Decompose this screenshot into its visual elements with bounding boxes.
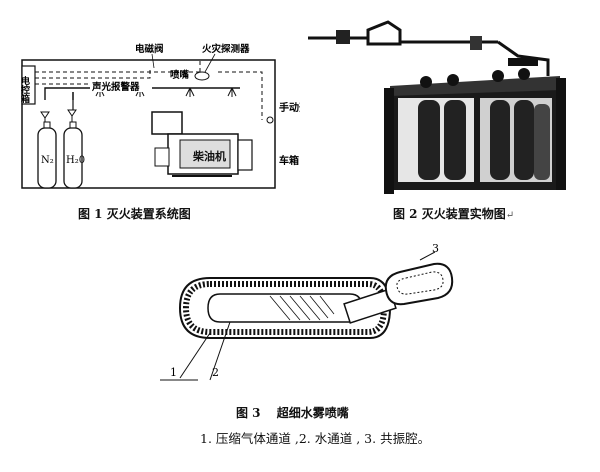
valve-label: 电磁阀 <box>135 43 164 55</box>
figure3-legend: 1. 压缩气体通道 ,2. 水通道 , 3. 共振腔。 <box>200 431 431 446</box>
manual-switch-label: 手动开关 <box>279 101 300 114</box>
figure2-device-photo <box>308 20 566 194</box>
n2-label: N₂ <box>41 155 54 166</box>
figure1-caption: 图 1 灭火装置系统图 <box>78 207 191 221</box>
signal-line <box>35 60 201 85</box>
manual-switch-icon <box>266 116 274 124</box>
control-box-label: 电控箱 <box>19 75 30 104</box>
fire-detector-label: 火灾探测器 <box>202 43 250 55</box>
callout-2: 2 <box>212 366 219 379</box>
figure2-caption-mark: ↵ <box>505 210 515 221</box>
nozzle-label: 喷嘴 <box>170 69 190 81</box>
figure2-caption-text: 图 2 灭火装置实物图 <box>393 207 506 221</box>
figure2-caption: 图 2 灭火装置实物图↵ <box>393 205 514 222</box>
control-box <box>21 65 36 105</box>
alarm-box <box>90 80 152 92</box>
valve-cluster <box>420 58 538 88</box>
n2-cylinder <box>37 111 57 189</box>
engine-label: 柴油机 <box>192 149 226 163</box>
cylinders <box>418 100 550 180</box>
figure3-nozzle-section: 1 2 3 <box>160 242 454 381</box>
resonance-chamber <box>384 262 454 306</box>
water-label: H₂0 <box>66 155 85 166</box>
callout-1: 1 <box>170 366 177 379</box>
water-cylinder <box>63 92 83 189</box>
signal-line-right <box>218 71 263 120</box>
water-channel <box>207 293 363 323</box>
diesel-engine <box>151 111 253 177</box>
alarm-label: 声光报警器 <box>91 81 140 93</box>
compartment-frame <box>21 59 276 189</box>
figure1-system-diagram: 电控箱 电磁阀 火灾探测器 声光报警器 喷嘴 N₂ H₂0 <box>19 43 300 189</box>
figure3-caption: 图 3 超细水雾喷嘴 <box>236 406 349 420</box>
fire-detector-icon <box>194 71 210 81</box>
callout-3: 3 <box>432 242 439 255</box>
hatching <box>269 295 335 321</box>
compartment-label: 车箱 <box>279 154 299 167</box>
